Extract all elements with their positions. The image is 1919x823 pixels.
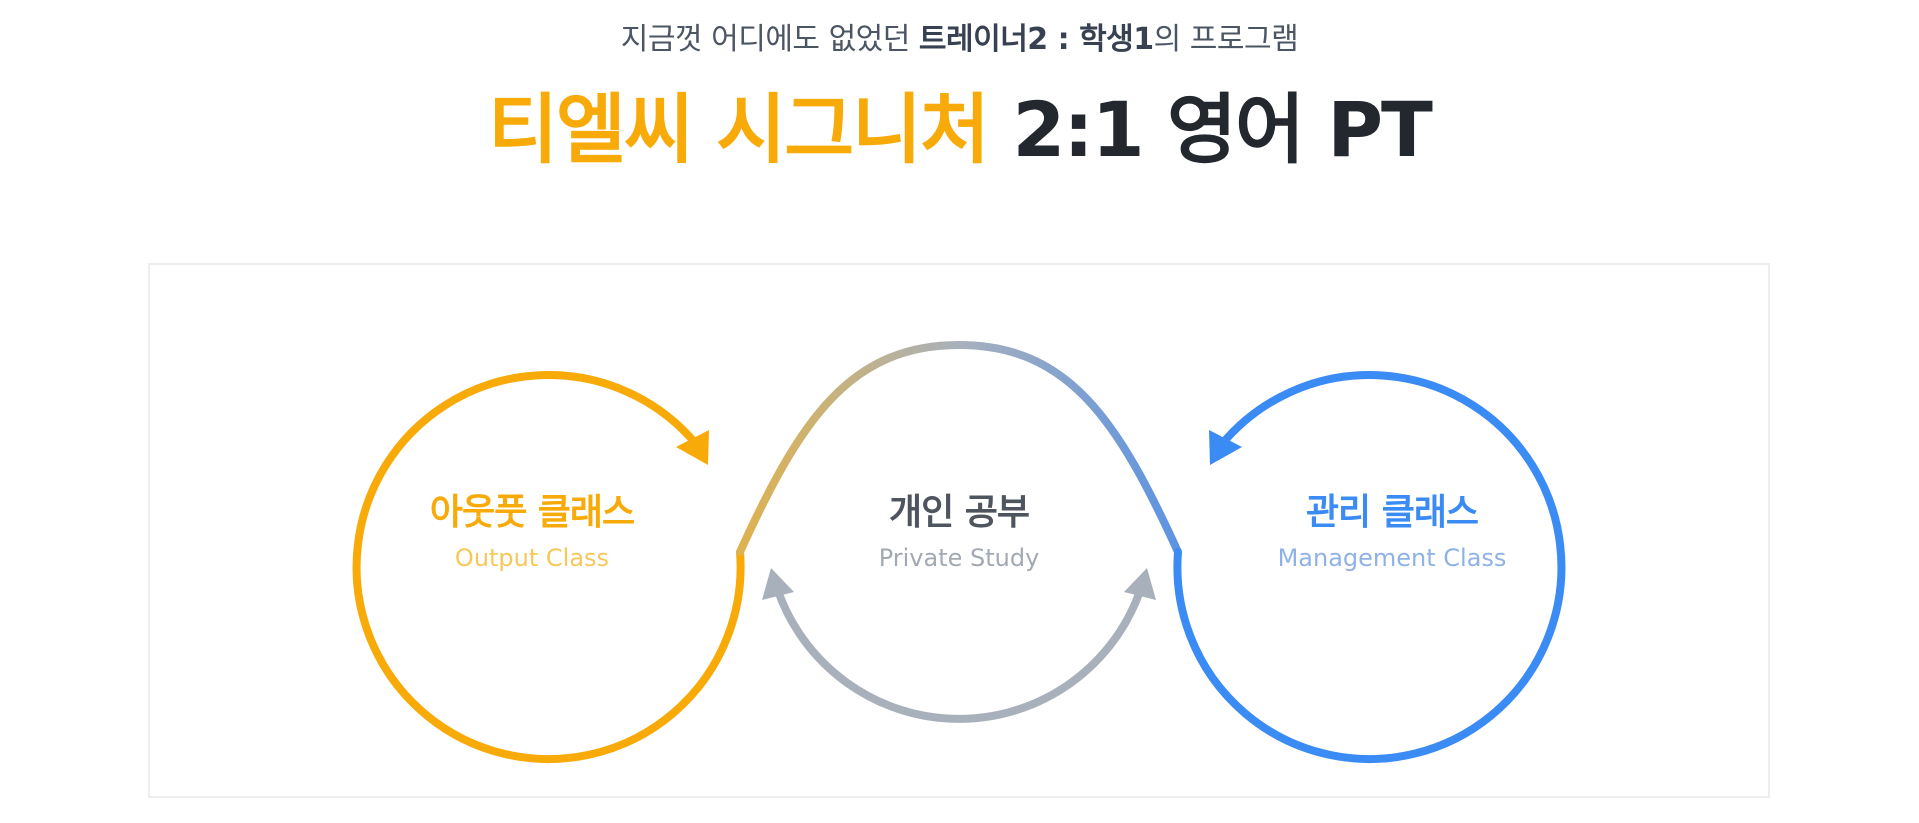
subtitle-suffix: 의 프로그램 <box>1153 22 1299 57</box>
subtitle-trainer: 트레이너2 <box>918 22 1048 57</box>
study-arc <box>773 584 1145 723</box>
node-study: 개인 공부 Private Study <box>809 490 1109 574</box>
output-loop <box>352 371 745 763</box>
node-study-subtitle: Private Study <box>878 544 1040 572</box>
node-management: 관리 클래스 Management Class <box>1242 490 1542 574</box>
page-subtitle: 지금껏 어디에도 없었던 트레이너2 : 학생1의 프로그램 <box>0 20 1919 60</box>
subtitle-separator: : <box>1047 22 1080 57</box>
node-management-subtitle: Management Class <box>1277 544 1507 572</box>
node-output-title: 아웃풋 클래스 <box>429 492 635 533</box>
transition-curve <box>736 340 1182 556</box>
title-highlight: 티엘씨 시그니처 <box>488 82 990 178</box>
node-study-title: 개인 공부 <box>888 492 1030 533</box>
node-output-subtitle: Output Class <box>454 544 610 572</box>
subtitle-student: 학생1 <box>1079 22 1154 57</box>
subtitle-text: 지금껏 어디에도 없었던 <box>620 22 919 57</box>
title-rest: 2:1 영어 PT <box>987 85 1432 174</box>
management-arrow-head <box>1209 430 1242 465</box>
output-arrow-head <box>676 430 709 465</box>
study-arrow-right-head <box>1124 568 1156 600</box>
node-management-title: 관리 클래스 <box>1305 492 1479 533</box>
header: 지금껏 어디에도 없었던 트레이너2 : 학생1의 프로그램 티엘씨 시그니처 … <box>0 0 1919 200</box>
page-title: 티엘씨 시그니처 2:1 영어 PT <box>0 82 1919 178</box>
management-loop <box>1173 371 1566 763</box>
study-arrow-left-head <box>762 568 794 600</box>
node-output: 아웃풋 클래스 Output Class <box>382 490 682 574</box>
